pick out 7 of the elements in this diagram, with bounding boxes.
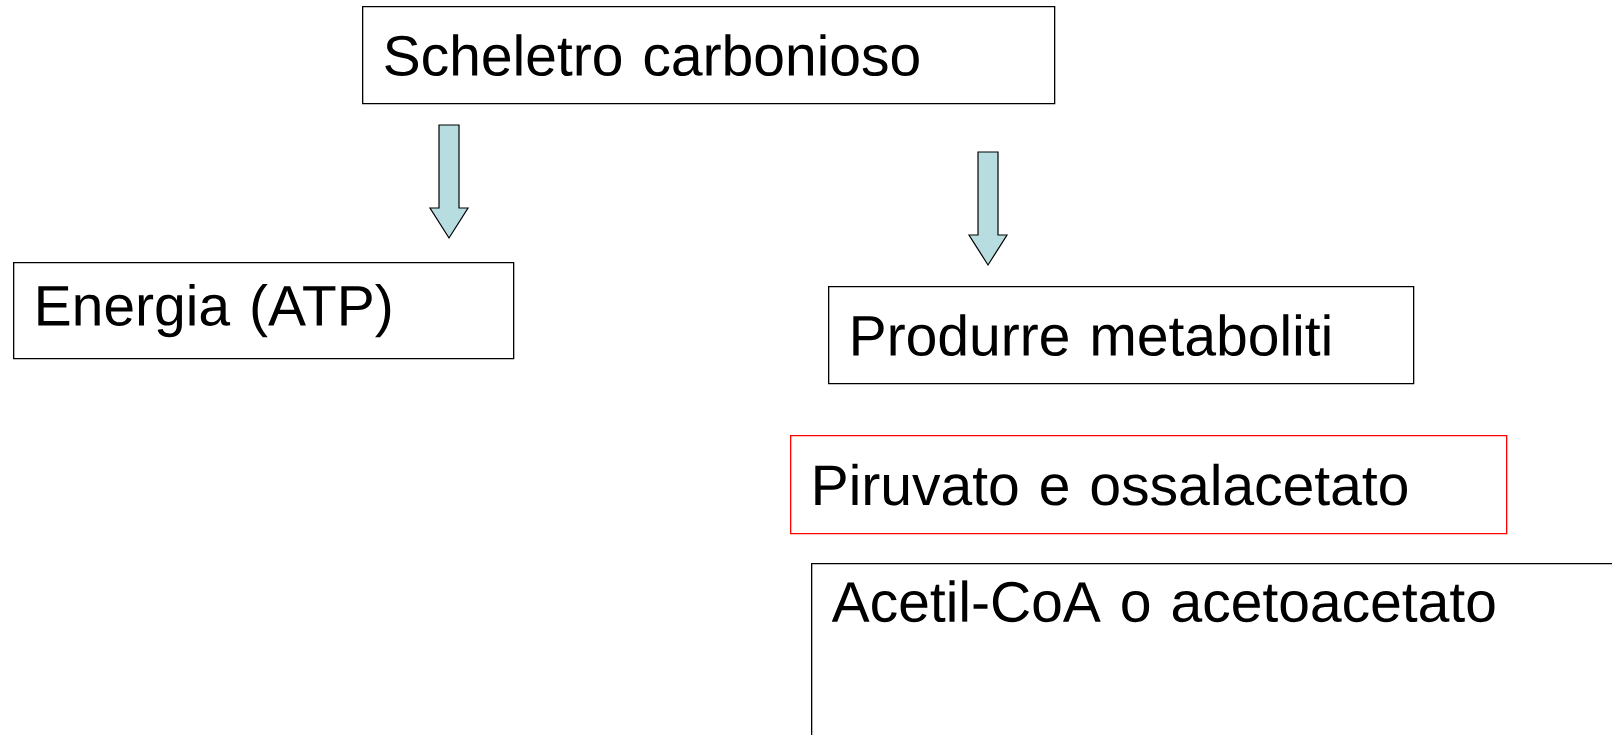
block-arrow [428, 124, 470, 240]
text-box: Produrre metaboliti [828, 286, 1415, 385]
text-box: Energia (ATP) [13, 262, 515, 360]
block-arrow [967, 151, 1009, 267]
text-box: Scheletro carbonioso [362, 6, 1056, 105]
text-box: Piruvato e ossalacetato [790, 435, 1508, 535]
text-box: Acetil-CoA o acetoacetato [811, 563, 1612, 735]
